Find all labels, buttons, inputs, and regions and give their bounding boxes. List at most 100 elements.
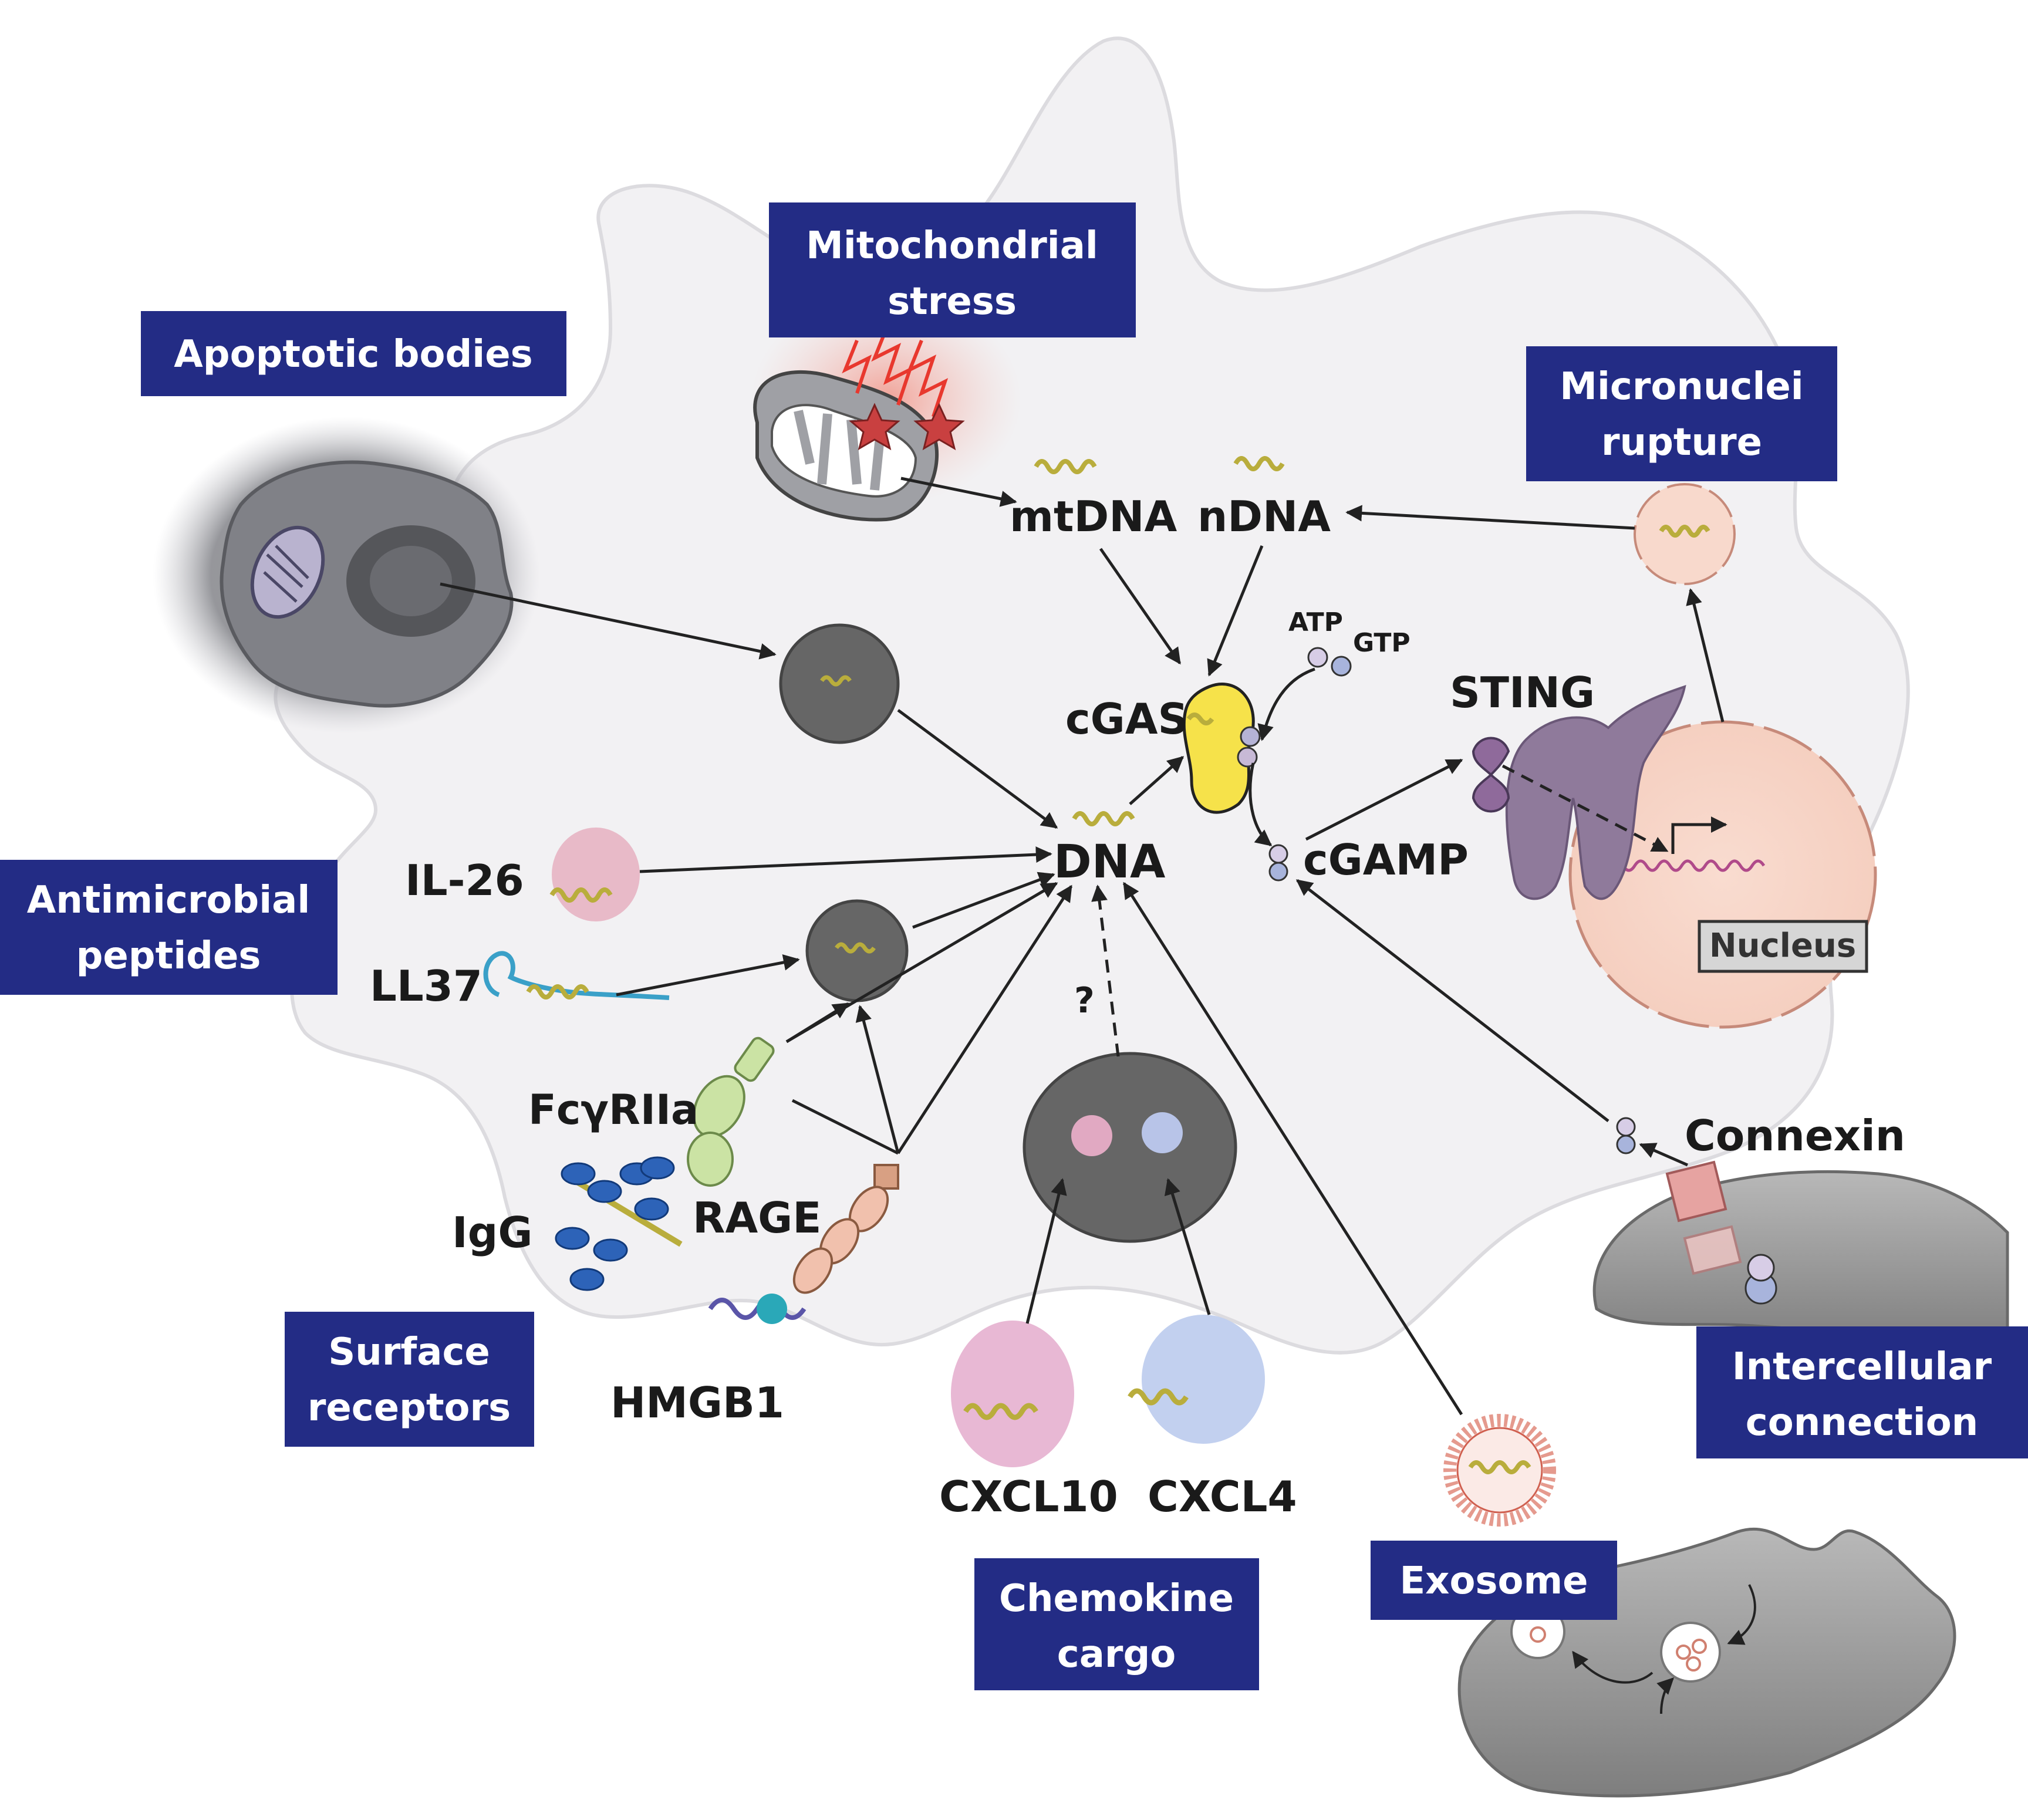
arrow-ndna-cgas: [1207, 545, 1264, 677]
sting-label: STING: [1450, 668, 1595, 717]
connexin-channel: [1665, 1160, 1742, 1275]
svg-text:Mitochondrial: Mitochondrial: [806, 224, 1098, 268]
nuclear-dna: [1609, 859, 1766, 872]
ll37-peptide: [483, 951, 670, 1000]
connexin-label: Connexin: [1685, 1111, 1905, 1160]
svg-text:Micronuclei: Micronuclei: [1560, 365, 1803, 408]
arrow-connexin-cgamp-small: [1639, 1143, 1689, 1167]
peptide-vesicle: [805, 899, 909, 1002]
svg-text:Surface: Surface: [328, 1331, 490, 1374]
apoptotic-body: [153, 417, 540, 734]
arrow-rage-vesicle: [855, 1005, 900, 1154]
box-apoptotic-bodies: Apoptotic bodies: [141, 311, 566, 396]
svg-text:Intercellular: Intercellular: [1732, 1345, 1992, 1389]
gtp-label: GTP: [1353, 628, 1411, 658]
arrow-vesicle-dna: [897, 708, 1058, 829]
arrow-rage-vesicle2: [791, 1099, 899, 1155]
exosome-vesicle: [1443, 1414, 1556, 1527]
arrow-micro-ndna: [1345, 505, 1635, 530]
star-icon: [849, 403, 900, 451]
il26-peptide: [549, 828, 640, 921]
box-antimicrobial-peptides: Antimicrobial peptides: [0, 860, 338, 995]
arrow-apoptotic-vesicle: [440, 582, 777, 660]
svg-text:receptors: receptors: [308, 1386, 511, 1430]
box-intercellular-connection: Intercellular connection: [1696, 1326, 2028, 1458]
arrow-cxcl4-vesicle: [1164, 1178, 1211, 1315]
arrow-vesicle2-dna: [912, 872, 1055, 929]
stress-zigzag: [871, 327, 913, 406]
hmgb1-label: HMGB1: [610, 1378, 784, 1427]
box-chemokine-cargo: Chemokine cargo: [974, 1558, 1259, 1690]
atp-molecule: [1307, 647, 1328, 668]
star-icon: [913, 403, 965, 451]
cgamp-label: cGAMP: [1303, 835, 1469, 884]
nucleus-label-box: [1698, 920, 1868, 973]
chemokine-vesicle: [1023, 1052, 1237, 1243]
cxcl4-protein: [1128, 1315, 1265, 1444]
dna-strand: [1072, 811, 1135, 826]
arrow-nucleus-micro: [1686, 588, 1725, 722]
hmgb1-protein: [708, 1294, 807, 1324]
igg-complex: [555, 1156, 683, 1291]
ndna-strand: [1233, 456, 1285, 471]
box-mitochondrial-stress: Mitochondrial stress: [769, 202, 1136, 337]
neighbor-cell-connexin: [1592, 1170, 2009, 1352]
cgamp-molecule-connexin: [1616, 1117, 1636, 1154]
rage-receptor: [792, 1164, 899, 1294]
sting-er: [1472, 685, 1686, 900]
cxcl10-label: CXCL10: [939, 1472, 1118, 1521]
arrow-mito-mtdna: [900, 477, 1017, 507]
mtdna-strand: [1034, 459, 1097, 474]
dna-label: DNA: [1054, 836, 1165, 889]
gtp-molecule: [1331, 656, 1352, 677]
fcgr-label: FcγRIIa: [528, 1086, 699, 1134]
svg-text:rupture: rupture: [1601, 421, 1762, 464]
atp-label: ATP: [1288, 607, 1343, 637]
arrow-atp-cgas: [1257, 667, 1315, 741]
sting-protein: [1472, 737, 1510, 813]
apoptotic-vesicle: [779, 623, 900, 744]
cgas-enzyme: [1182, 683, 1261, 814]
arrow-il26-dna: [639, 846, 1052, 873]
svg-text:Chemokine: Chemokine: [999, 1577, 1234, 1620]
igg-label: IgG: [452, 1208, 532, 1257]
rage-label: RAGE: [693, 1193, 821, 1242]
arrow-sting-nucleus-dashed: [1501, 764, 1669, 853]
cxcl10-protein: [951, 1321, 1074, 1467]
ll37-label: LL37: [370, 961, 482, 1011]
svg-text:peptides: peptides: [76, 934, 261, 978]
nucleus-label: Nucleus: [1709, 927, 1856, 965]
transcription-arrow: [1671, 816, 1727, 854]
arrow-cgamp-sting: [1305, 758, 1463, 841]
mtdna-label: mtDNA: [1010, 492, 1177, 541]
arrow-ll37-vesicle: [616, 954, 800, 997]
ndna-label: nDNA: [1197, 492, 1331, 541]
svg-text:Exosome: Exosome: [1399, 1559, 1588, 1603]
arrow-rage-dna: [896, 884, 1073, 1154]
svg-text:stress: stress: [888, 280, 1017, 323]
micronucleus: [1634, 483, 1736, 585]
nucleus: Nucleus: [1568, 720, 1877, 1029]
arrow-fcgr-dna: [785, 882, 1058, 1044]
arrow-chemokine-dna-dashed: [1091, 884, 1120, 1057]
svg-text:connection: connection: [1746, 1401, 1978, 1444]
arrow-mtdna-cgas: [1099, 548, 1182, 665]
arrow-exosome-dna: [1122, 882, 1463, 1416]
mitochondrion: [751, 293, 1021, 522]
cgas-label: cGAS: [1065, 694, 1188, 744]
arrow-dna-cgas: [1129, 756, 1185, 805]
svg-text:Antimicrobial: Antimicrobial: [27, 879, 311, 922]
box-surface-receptors: Surface receptors: [285, 1312, 534, 1447]
cgamp-molecule: [1268, 844, 1288, 882]
cxcl4-label: CXCL4: [1148, 1472, 1297, 1521]
cell-membrane: [274, 36, 1910, 1355]
il26-label: IL-26: [405, 856, 524, 905]
arrow-connexin-cgamp: [1295, 879, 1609, 1122]
box-micronuclei-rupture: Micronuclei rupture: [1526, 346, 1837, 481]
arrow-cgas-cgamp: [1248, 762, 1273, 846]
svg-text:cargo: cargo: [1057, 1633, 1176, 1676]
arrow-cxcl10-vesicle: [1025, 1178, 1067, 1324]
question-mark: ?: [1074, 980, 1095, 1021]
svg-text:Apoptotic bodies: Apoptotic bodies: [174, 333, 532, 376]
